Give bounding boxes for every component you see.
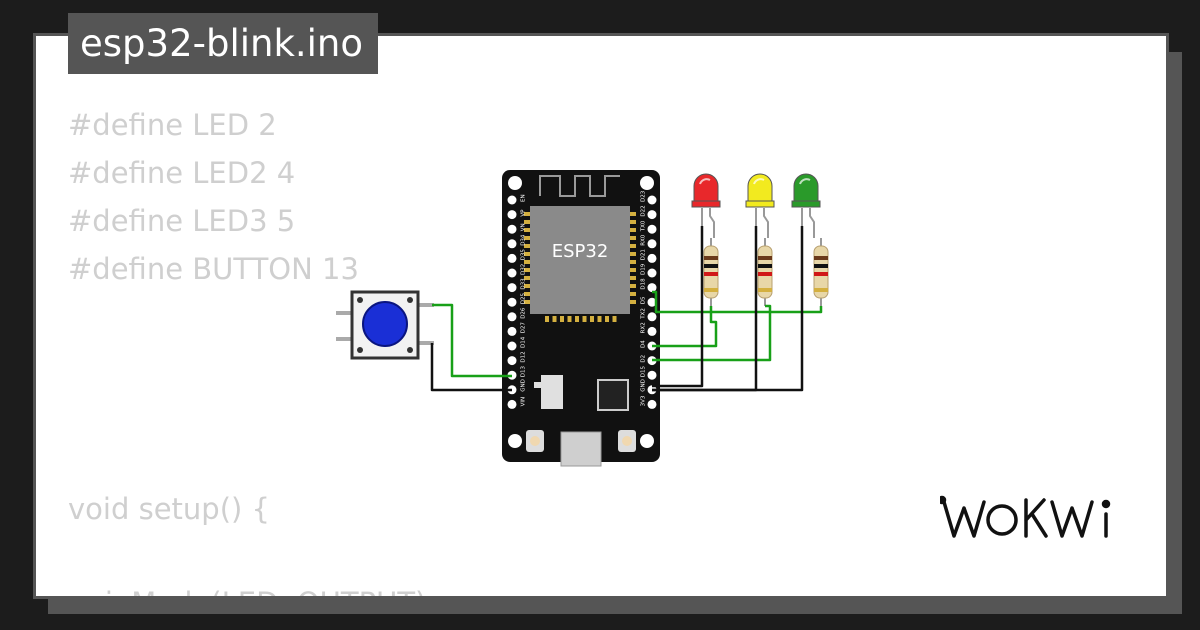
wire[interactable] xyxy=(430,343,512,392)
pin-label: D34 xyxy=(521,234,527,246)
pin-label: D25 xyxy=(521,292,527,304)
pin-label: D12 xyxy=(521,351,527,362)
green-led[interactable] xyxy=(791,173,821,238)
pin-label: D22 xyxy=(641,205,647,216)
pin-label: D4 xyxy=(641,340,647,348)
pin-label: D21 xyxy=(641,249,647,260)
pushbutton-cap[interactable] xyxy=(362,301,408,347)
code-line: pinMode(LED, OUTPUT); xyxy=(68,586,436,596)
pin-label: D27 xyxy=(521,322,527,334)
pin-label: D14 xyxy=(521,336,527,348)
pin-d14[interactable] xyxy=(507,341,517,351)
pin-label: D23 xyxy=(641,190,647,202)
code-line: #define LED 2 xyxy=(68,108,277,142)
pin-d21[interactable] xyxy=(647,253,657,263)
pin-d5[interactable] xyxy=(647,297,657,307)
pin-label: D2 xyxy=(641,355,647,363)
pin-label: D26 xyxy=(521,307,527,319)
chip-label: ESP32 xyxy=(552,241,609,262)
pin-d19[interactable] xyxy=(647,268,657,278)
pin-label: GND xyxy=(521,379,527,392)
pin-rx2[interactable] xyxy=(647,326,657,336)
pin-en[interactable] xyxy=(507,195,517,205)
pin-d32[interactable] xyxy=(507,268,517,278)
pin-label: TX2 xyxy=(641,308,647,320)
code-line: void setup() { xyxy=(68,492,270,526)
pin-d18[interactable] xyxy=(647,283,657,293)
pin-label: D19 xyxy=(641,263,647,275)
pin-label: VIN xyxy=(521,397,527,407)
pin-label: D18 xyxy=(641,278,647,290)
file-name-tab[interactable]: esp32-blink.ino xyxy=(68,13,378,74)
pin-rx0[interactable] xyxy=(647,239,657,249)
yellow-led[interactable] xyxy=(745,173,775,238)
wire[interactable] xyxy=(432,303,512,378)
wire[interactable] xyxy=(652,290,823,314)
pin-d12[interactable] xyxy=(507,356,517,366)
wires xyxy=(430,226,823,392)
pin-tx0[interactable] xyxy=(647,224,657,234)
module-castellations xyxy=(524,212,636,322)
wire[interactable] xyxy=(652,226,704,388)
esp32-board[interactable]: ESP32 ENVPVND34D35D32D33D25D26D27D14D12D… xyxy=(502,170,660,467)
wire[interactable] xyxy=(652,226,804,392)
resistor[interactable] xyxy=(813,238,829,306)
wire[interactable] xyxy=(652,304,772,362)
pin-label: EN xyxy=(521,194,527,202)
wire[interactable] xyxy=(652,306,718,348)
pin-label: VN xyxy=(521,223,527,231)
pin-vn[interactable] xyxy=(507,224,517,234)
pin-label: 3V3 xyxy=(641,395,647,406)
code-line: #define LED2 4 xyxy=(68,156,296,190)
pin-tx2[interactable] xyxy=(647,312,657,322)
pin-label: GND xyxy=(641,379,647,392)
pin-label: D5 xyxy=(641,296,647,304)
pin-d22[interactable] xyxy=(647,210,657,220)
pin-d35[interactable] xyxy=(507,253,517,263)
pin-d33[interactable] xyxy=(507,283,517,293)
resistor[interactable] xyxy=(757,238,773,306)
pin-d25[interactable] xyxy=(507,297,517,307)
pin-d26[interactable] xyxy=(507,312,517,322)
pin-label: D35 xyxy=(521,249,527,261)
led-group xyxy=(691,173,829,306)
pin-vp[interactable] xyxy=(507,210,517,220)
pin-vin[interactable] xyxy=(507,399,517,409)
pushbutton[interactable] xyxy=(336,290,434,360)
red-led[interactable] xyxy=(691,173,721,238)
pin-label: D15 xyxy=(641,365,647,377)
pin-d34[interactable] xyxy=(507,239,517,249)
pin-3v3[interactable] xyxy=(647,399,657,409)
code-line: #define BUTTON 13 xyxy=(68,252,359,286)
pin-label: RX2 xyxy=(641,322,647,333)
esp32-module-shield xyxy=(530,206,630,314)
pin-label: RX0 xyxy=(641,234,647,246)
pin-d27[interactable] xyxy=(507,326,517,336)
usb-port xyxy=(560,431,602,467)
pin-label: D33 xyxy=(521,278,527,290)
pin-label: D13 xyxy=(521,365,527,377)
code-preview: #define LED 2 #define LED2 4 #define LED… xyxy=(36,36,1166,596)
wokwi-logo xyxy=(940,495,1111,538)
pin-label: TX0 xyxy=(641,220,647,232)
pin-label: D32 xyxy=(521,264,527,275)
pin-label: VP xyxy=(521,209,527,217)
code-line: #define LED3 5 xyxy=(68,204,296,238)
voltage-regulator xyxy=(541,375,563,409)
pin-d15[interactable] xyxy=(647,370,657,380)
usb-uart-chip xyxy=(597,379,629,411)
resistor[interactable] xyxy=(703,238,719,306)
pin-d23[interactable] xyxy=(647,195,657,205)
